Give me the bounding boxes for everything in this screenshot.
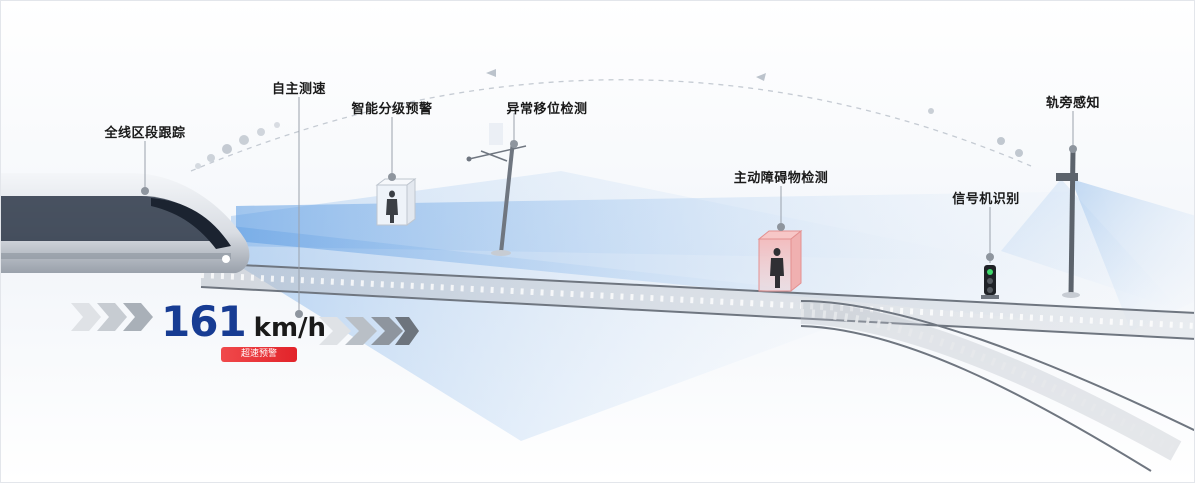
signal-light: [981, 265, 999, 299]
label-trackside-perception: 轨旁感知: [1045, 96, 1101, 111]
label-signal-recognition: 信号机识别: [952, 192, 1020, 207]
leader-dots: [141, 140, 1077, 318]
obstacle-box: [757, 229, 803, 293]
coverage-arc: [190, 69, 1032, 172]
label-active-obstacle: 主动障碍物检测: [733, 171, 829, 186]
label-abnormal-displacement: 异常移位检测: [506, 102, 588, 117]
label-smart-warning: 智能分级预警: [351, 102, 433, 117]
arc-arrow-2: [756, 73, 766, 81]
trackside-sensor-pole: [1056, 150, 1080, 298]
label-full-section-tracking: 全线区段跟踪: [104, 126, 186, 141]
speed-unit: km/h: [253, 313, 327, 343]
trackside-beams: [1001, 179, 1194, 331]
arc-arrow-1: [486, 69, 496, 77]
overspeed-warning-badge: 超速预警: [221, 347, 297, 362]
leader-lines: [144, 97, 1074, 314]
warning-target-box: [375, 178, 417, 226]
main-track: [200, 262, 1194, 340]
label-autonomous-speed: 自主测速: [271, 82, 327, 97]
catenary-pole: [466, 123, 527, 256]
speed-chevrons: [71, 303, 419, 345]
speed-value: 161: [161, 297, 247, 346]
train: [1, 173, 250, 273]
branch-track: [800, 300, 1194, 472]
